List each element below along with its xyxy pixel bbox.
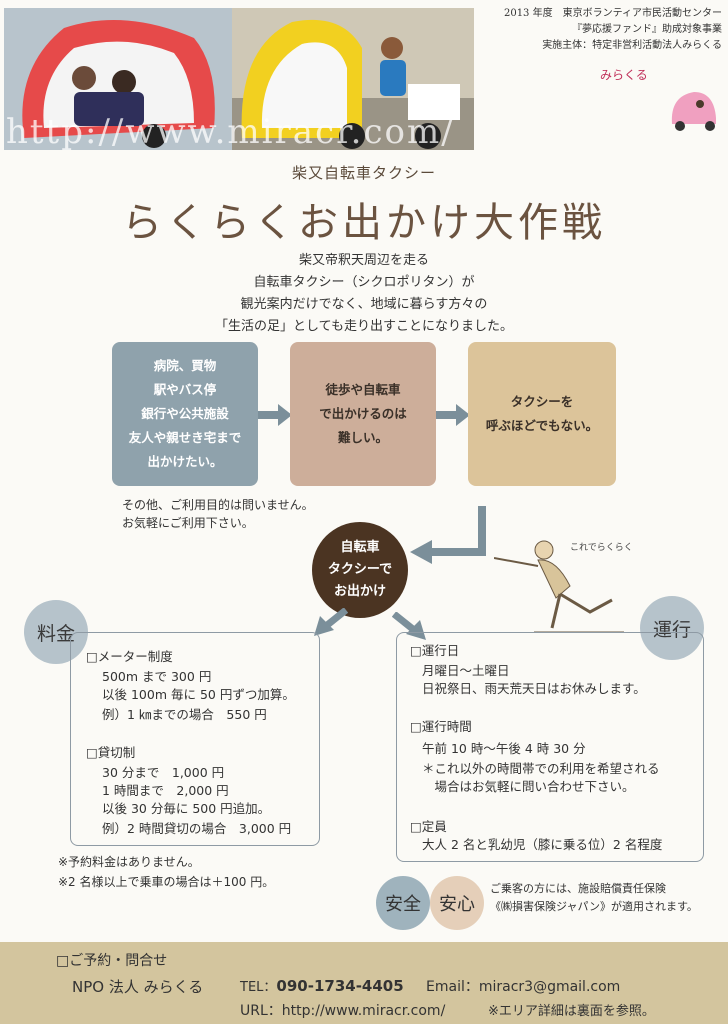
arrow-left-bend-icon [410,506,486,564]
header-info-line: 2013 年度 東京ボランティア市民活動センター [503,8,722,19]
website: URL：http://www.miracr.com/ [240,1000,445,1020]
operation-capacity-line: 大人 2 名と乳幼児（膝に乗る位）2 名程度 [422,837,663,852]
photo-illustration [4,8,232,150]
fare-meter-title: □メーター制度 [86,649,173,664]
box-line: で出かけるのは [319,406,407,421]
operation-days-line: 日祝祭日、雨天荒天日はお休みします。 [422,681,646,696]
fare-note-line: ※予約料金はありません。 [58,855,200,869]
need-box-not-taxi: タクシーを 呼ぶほどでもない。 [468,342,616,486]
header-info-line: 『夢応援ファンド』助成対象事業 [572,24,722,35]
badge-safety: 安全 [376,876,430,930]
box-line: 呼ぶほどでもない。 [485,418,599,433]
insurance-note: ご乗客の方には、施設賠償責任保険 《㈱損害保険ジャパン》が適用されます。 [490,880,698,916]
header-info: 2013 年度 東京ボランティア市民活動センター 『夢応援ファンド』助成対象事業… [504,6,722,54]
box-line: 友人や親せき宅まで [128,430,242,445]
intro-line: 柴又帝釈天周辺を走る [298,253,429,268]
subtitle: 柴又自転車タクシー [291,164,436,182]
website-link[interactable]: http://www.miracr.com/ [281,1003,446,1019]
arrow-right-icon [258,404,292,426]
insurance-note-line: 《㈱損害保険ジャパン》が適用されます。 [490,900,698,913]
fare-panel [70,632,320,846]
need-box-destinations: 病院、買物 駅やバス停 銀行や公共施設 友人や親せき宅まで 出かけたい。 [112,342,258,486]
operation-days-line: 月曜日～土曜日 [422,663,510,678]
box-line: 徒歩や自転車 [325,382,401,397]
usage-note: その他、ご利用目的は問いません。 お気軽にご利用下さい。 [122,496,314,532]
email-label: Email： [426,979,479,995]
fare-notes: ※予約料金はありません。 ※2 名様以上で乗車の場合は＋100 円。 [58,852,274,892]
insurance-note-line: ご乗客の方には、施設賠償責任保険 [490,882,666,895]
operation-hours-line: ＊これ以外の時間帯での利用を希望される [422,761,660,776]
intro-line: 「生活の足」としても走り出すことになりました。 [215,319,513,334]
fare-note-line: ※2 名様以上で乗車の場合は＋100 円。 [58,875,275,889]
operation-days-title: □運行日 [410,643,460,658]
fare-charter-line: 1 時間まで 2,000 円 [102,783,229,798]
man-caption: これでらくらく [570,543,633,553]
email-address[interactable]: miracr3@gmail.com [478,979,621,995]
area-note: ※エリア詳細は裏面を参照。 [488,1004,655,1019]
man-pulling-illustration-icon [494,540,624,633]
fare-meter-line: 例）1 ㎞までの場合 550 円 [102,707,267,722]
arrow-right-icon [436,404,470,426]
center-line: 自転車 [340,540,380,555]
intro-text: 柴又帝釈天周辺を走る 自転車タクシー（シクロポリタン）が 観光案内だけでなく、地… [0,250,728,338]
fare-charter-line: 例）2 時間貸切の場合 3,000 円 [102,821,292,836]
operation-capacity-title: □定員 [410,819,447,834]
photo-bicycle-taxi-rider [232,8,474,150]
badge-peace-of-mind: 安心 [430,876,484,930]
logo-miracle: みらくる [600,68,648,82]
center-line: タクシーで [327,562,393,577]
box-line: 病院、買物 [153,358,217,373]
footer-band [0,942,728,1024]
label-fare: 料金 [24,600,88,664]
photo-illustration [232,8,474,150]
email: Email：miracr3@gmail.com [426,976,620,996]
operation-hours-line: 午前 10 時～午後 4 時 30 分 [422,741,586,756]
operation-hours-title: □運行時間 [410,719,472,734]
fare-charter-line: 以後 30 分毎に 500 円追加。 [102,801,271,816]
box-line: 難しい。 [337,430,388,445]
box-line: タクシーを [510,394,574,409]
fare-charter-title: □貸切制 [86,745,136,760]
bicycle-taxi-logo-icon [671,92,716,131]
box-line: 駅やバス停 [153,382,217,397]
center-circle: 自転車 タクシーで お出かけ [312,522,408,618]
need-box-difficult: 徒歩や自転車 で出かけるのは 難しい。 [290,342,436,486]
box-line: 出かけたい。 [147,454,223,469]
page-title: らくらくお出かけ大作戦 [122,200,606,246]
intro-line: 観光案内だけでなく、地域に暮らす方々の [240,297,488,312]
contact-label: □ご予約・問合せ [56,953,168,969]
usage-note-line: お気軽にご利用下さい。 [122,516,254,530]
label-operation: 運行 [640,596,704,660]
url-watermark: http://www.miracr.com/ [6,112,455,152]
center-line: お出かけ [333,584,386,599]
fare-meter-line: 以後 100m 毎に 50 円ずつ加算。 [102,687,295,702]
usage-note-line: その他、ご利用目的は問いません。 [122,498,314,512]
intro-line: 自転車タクシー（シクロポリタン）が [253,275,475,290]
fare-meter-line: 500m まで 300 円 [102,669,212,684]
url-label: URL： [240,1003,282,1019]
org-name: NPO 法人 みらくる [72,978,204,996]
arrow-down-right-icon [392,612,426,640]
header-info-line: 実施主体：特定非営利活動法人みらくる [542,40,722,51]
phone-label: TEL： [240,980,277,995]
phone-number[interactable]: 090-1734-4405 [276,977,404,995]
box-line: 銀行や公共施設 [141,406,229,421]
fare-charter-line: 30 分まで 1,000 円 [102,765,225,780]
phone: TEL：090-1734-4405 [240,976,404,995]
operation-hours-line: 場合はお気軽に問い合わせ下さい。 [422,779,635,794]
operation-panel [396,632,704,862]
photo-bicycle-taxi-passengers [4,8,232,150]
arrow-down-left-icon [314,608,348,636]
